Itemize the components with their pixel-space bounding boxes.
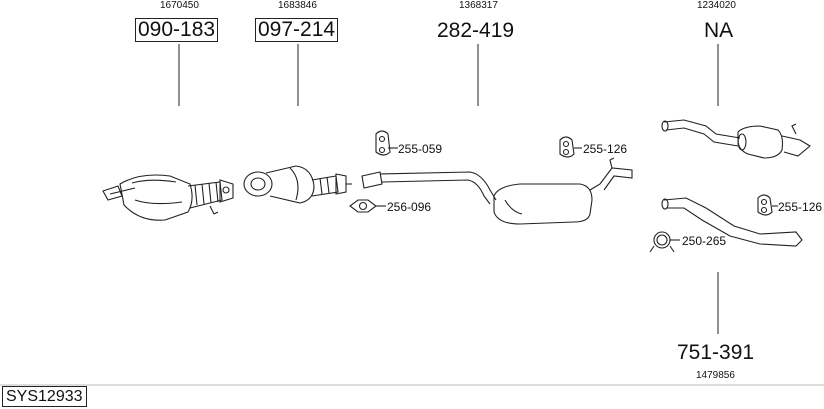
part-number-boxed[interactable]: 090-183 bbox=[135, 18, 219, 42]
diesel-particulate-filter-part bbox=[243, 165, 352, 204]
catalytic-converter-part bbox=[102, 174, 234, 221]
part-number[interactable]: 751-391 bbox=[677, 341, 755, 364]
part-number[interactable]: 282-419 bbox=[437, 19, 515, 42]
accessory-label[interactable]: 250-265 bbox=[682, 234, 727, 248]
part-number[interactable]: NA bbox=[704, 19, 734, 42]
oe-number: 1368317 bbox=[459, 0, 498, 11]
system-code: SYS12933 bbox=[2, 386, 87, 407]
pipe-clamp-icon bbox=[649, 231, 680, 253]
oe-number: 1683846 bbox=[278, 0, 317, 11]
rubber-hanger-icon bbox=[757, 194, 778, 216]
rubber-hanger-icon bbox=[559, 136, 582, 158]
part-number-boxed[interactable]: 097-214 bbox=[255, 18, 339, 42]
accessory-label[interactable]: 255-126 bbox=[778, 200, 823, 214]
accessory-label[interactable]: 255-059 bbox=[398, 142, 443, 156]
oe-number: 1234020 bbox=[697, 0, 736, 11]
rear-silencer-part bbox=[361, 157, 633, 225]
rubber-hanger-icon bbox=[375, 130, 398, 156]
accessory-label[interactable]: 256-096 bbox=[387, 200, 432, 214]
tail-pipe-part bbox=[661, 197, 803, 247]
oe-number: 1479856 bbox=[696, 370, 735, 381]
accessory-label[interactable]: 255-126 bbox=[583, 142, 628, 156]
gasket-icon bbox=[349, 199, 386, 213]
oe-number: 1670450 bbox=[160, 0, 199, 11]
rear-pipe-part-na bbox=[661, 119, 811, 159]
